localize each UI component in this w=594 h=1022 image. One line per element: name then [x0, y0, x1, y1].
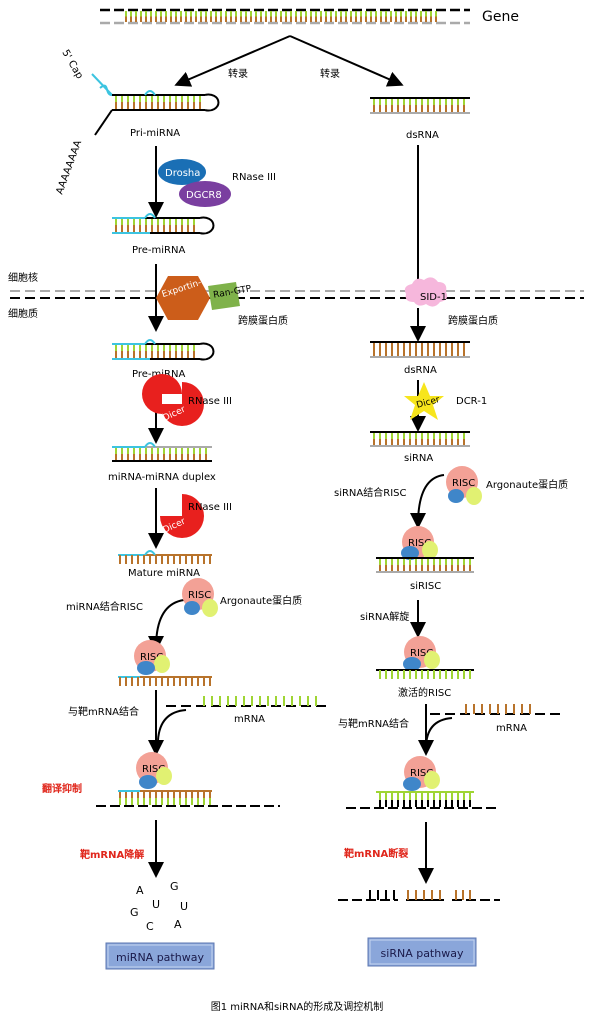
- polya-label: AAAAAAAA: [54, 139, 84, 196]
- risc-label: RISC: [410, 768, 433, 779]
- rnase3-label-1: RNase III: [232, 172, 276, 183]
- degraded-nucleotides: A G G U U C A: [130, 880, 188, 933]
- risc-label: RISC: [452, 478, 475, 489]
- pri-mirna-hairpin: [91, 73, 220, 136]
- risc-mrna-complex-left: RISC: [96, 752, 280, 807]
- dicer-dcr1-star: Dicer: [404, 382, 444, 420]
- translation-repression-label: 翻译抑制: [42, 782, 82, 795]
- activated-risc: RISC: [376, 636, 474, 679]
- nucleotide: G: [130, 906, 139, 919]
- membrane-protein-left-label: 跨膜蛋白质: [238, 314, 288, 327]
- dicer-2: Dicer: [160, 494, 204, 538]
- membrane-protein-right-label: 跨膜蛋白质: [448, 314, 498, 327]
- sirna-unwind-label: siRNA解旋: [360, 610, 409, 623]
- risc-mrna-complex-right: RISC: [346, 756, 500, 809]
- mrna-left-strand: [166, 696, 330, 707]
- sirna-pathway-label: siRNA pathway: [381, 947, 464, 960]
- rnase3-label-3: RNase III: [188, 502, 232, 513]
- exportin-ran-complex: Exportin-5 Ran-GTP: [156, 276, 253, 320]
- mirna-binds-risc-label: miRNA结合RISC: [66, 600, 143, 613]
- sirna-label: siRNA: [404, 453, 433, 464]
- risc-label: RISC: [410, 648, 433, 659]
- pre-mirna-hairpin-2: [112, 339, 215, 361]
- nucleotide: U: [152, 898, 160, 911]
- sirna-strand: [370, 431, 470, 447]
- arrow-mirna-risc: [148, 599, 185, 652]
- bind-target-left-label: 与靶mRNA结合: [68, 705, 139, 718]
- transcription-label-left: 转录: [228, 67, 248, 80]
- mrna-right-label: mRNA: [496, 723, 527, 734]
- dsrna-top: [370, 97, 470, 114]
- target-cleavage-label: 靶mRNA断裂: [344, 847, 408, 860]
- nucleotide: A: [136, 884, 144, 897]
- pre-mirna-hairpin-1: [112, 213, 215, 235]
- activated-risc-label: 激活的RISC: [398, 686, 451, 699]
- curve-bind-target-left: [157, 709, 187, 741]
- mirna-duplex: [112, 442, 212, 462]
- pri-mirna-label: Pri-miRNA: [130, 128, 180, 139]
- nuclear-membrane: [10, 290, 584, 299]
- mirna-pathway-box: miRNA pathway: [105, 942, 215, 970]
- risc-label: RISC: [408, 538, 431, 549]
- risc-label: RISC: [188, 590, 211, 601]
- mrna-right-strand: [430, 704, 560, 715]
- dsrna-cyto-label: dsRNA: [404, 365, 437, 376]
- argonaute-right-label: Argonaute蛋白质: [486, 478, 568, 491]
- arrow-sirna-risc: [410, 474, 445, 529]
- drosha-label: Drosha: [165, 168, 200, 179]
- mirna-pathway-label: miRNA pathway: [116, 951, 204, 964]
- nucleotide: A: [174, 918, 182, 931]
- risc-mirna-complex: RISC: [118, 640, 212, 686]
- mature-mirna: [118, 550, 212, 564]
- transcription-arrow-left: [174, 35, 291, 87]
- argonaute-left-label: Argonaute蛋白质: [220, 594, 302, 607]
- curve-bind-target-right: [425, 717, 453, 749]
- risc-label: RISC: [140, 652, 163, 663]
- figure-caption: 图1 miRNA和siRNA的形成及调控机制: [211, 1000, 384, 1013]
- cap-label: 5' Cap: [59, 48, 84, 81]
- target-degradation-label: 靶mRNA降解: [80, 848, 144, 861]
- sid1-protein: SID-1: [404, 277, 448, 307]
- transcription-arrow-right: [289, 35, 404, 87]
- gene-dna: [100, 8, 470, 25]
- bind-target-right-label: 与靶mRNA结合: [338, 717, 409, 730]
- transcription-label-right: 转录: [320, 67, 340, 80]
- nucleus-label: 细胞核: [8, 271, 38, 284]
- sirisc-complex: RISC: [376, 526, 474, 573]
- sirna-pathway-box: siRNA pathway: [367, 937, 477, 967]
- nucleotide: U: [180, 900, 188, 913]
- dsrna-cyto: [370, 341, 470, 358]
- mrna-left-label: mRNA: [234, 714, 265, 725]
- gene-label: Gene: [482, 9, 519, 25]
- dcr1-label: DCR-1: [456, 396, 487, 407]
- duplex-label: miRNA-miRNA duplex: [108, 472, 216, 483]
- dicer-1: Dicer: [142, 374, 204, 426]
- risc-complex-left-1: RISC: [182, 578, 218, 617]
- sid1-label: SID-1: [420, 292, 447, 303]
- drosha-dgcr8-complex: Drosha DGCR8: [158, 159, 231, 207]
- sirisc-label: siRISC: [410, 581, 441, 592]
- nucleotide: G: [170, 880, 179, 893]
- rnase3-label-2: RNase III: [188, 396, 232, 407]
- risc-complex-right-1: RISC: [446, 466, 482, 505]
- mature-mirna-label: Mature miRNA: [128, 568, 200, 579]
- cytoplasm-label: 细胞质: [8, 307, 38, 320]
- pre-mirna-label-1: Pre-miRNA: [132, 245, 185, 256]
- sirna-binds-risc-label: siRNA结合RISC: [334, 486, 407, 499]
- nucleotide: C: [146, 920, 154, 933]
- dgcr8-label: DGCR8: [186, 190, 222, 201]
- cleaved-mrna-fragments: [338, 890, 500, 901]
- dsrna-top-label: dsRNA: [406, 130, 439, 141]
- risc-label: RISC: [142, 764, 165, 775]
